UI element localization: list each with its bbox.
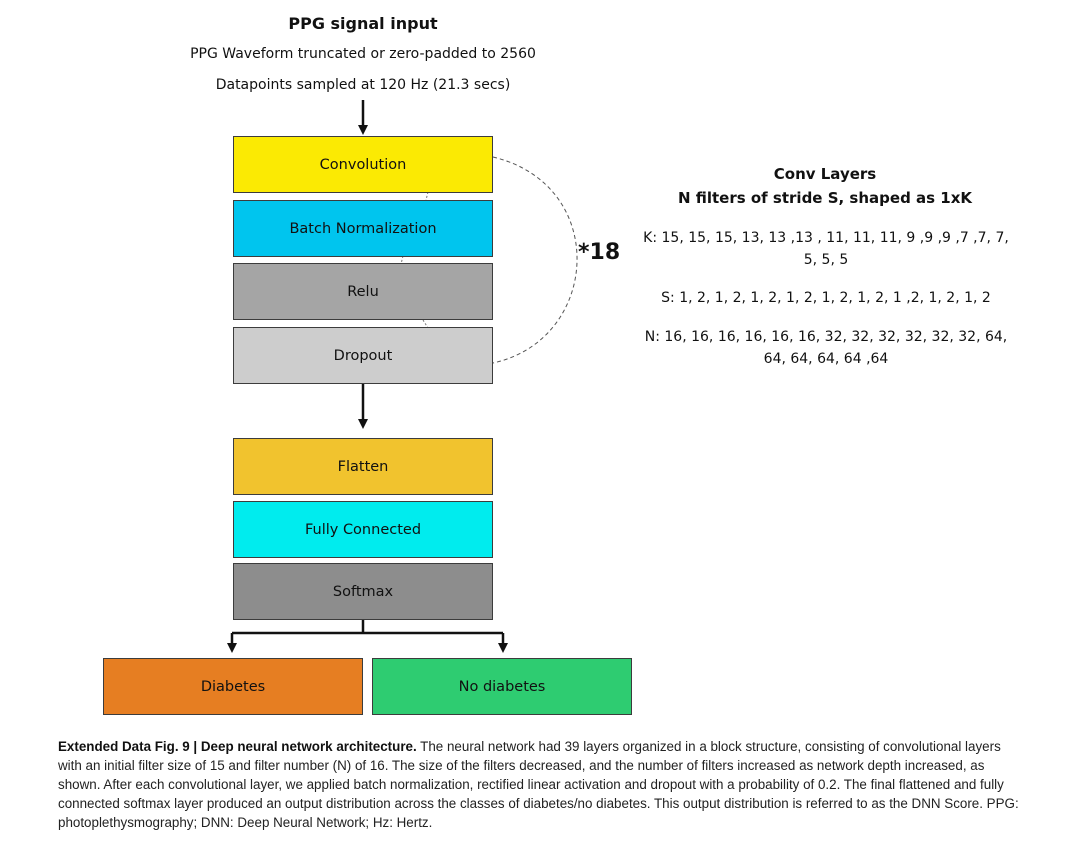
conv-params-title: Conv Layers N filters of stride S, shape…	[640, 162, 1010, 210]
block-dash-1	[425, 191, 429, 201]
layer-label: Softmax	[332, 583, 394, 600]
block-dash-2	[400, 255, 404, 265]
layer-label: Convolution	[319, 156, 407, 173]
layer-dropout: Dropout	[233, 327, 493, 384]
input-description-line1: PPG Waveform truncated or zero-padded to…	[190, 46, 536, 62]
conv-strides: S: 1, 2, 1, 2, 1, 2, 1, 2, 1, 2, 1, 2, 1…	[661, 290, 991, 306]
repeat-loop	[492, 156, 578, 364]
layer-flatten: Flatten	[233, 438, 493, 495]
input-description-line2: Datapoints sampled at 120 Hz (21.3 secs)	[215, 77, 511, 93]
conv-kernel-sizes: K: 15, 15, 15, 13, 13 ,13 , 11, 11, 11, …	[643, 230, 1009, 268]
caption-lead: Extended Data Fig. 9 | Deep neural netwo…	[58, 739, 417, 754]
layer-label: Flatten	[337, 458, 389, 475]
output-diabetes: Diabetes	[103, 658, 363, 715]
layer-convolution: Convolution	[233, 136, 493, 193]
layer-label: Batch Normalization	[289, 220, 437, 237]
layer-label: Fully Connected	[304, 521, 422, 538]
repeat-count-label: *18	[578, 240, 621, 265]
conv-filter-counts: N: 16, 16, 16, 16, 16, 16, 32, 32, 32, 3…	[644, 329, 1008, 367]
conv-params-title-line1: Conv Layers	[773, 165, 877, 183]
layer-softmax: Softmax	[233, 563, 493, 620]
layer-label: Dropout	[333, 347, 393, 364]
output-no-diabetes: No diabetes	[372, 658, 632, 715]
layer-label: Relu	[347, 283, 379, 300]
conv-params-title-line2: N filters of stride S, shaped as 1xK	[677, 189, 973, 207]
output-label: No diabetes	[458, 678, 546, 695]
figure-caption: Extended Data Fig. 9 | Deep neural netwo…	[58, 737, 1028, 832]
block-dash-3	[422, 319, 429, 329]
layer-batch-normalization: Batch Normalization	[233, 200, 493, 257]
layer-relu: Relu	[233, 263, 493, 320]
input-title: PPG signal input	[288, 14, 438, 33]
caption-body: The neural network had 39 layers organiz…	[58, 739, 1019, 830]
layer-fully-connected: Fully Connected	[233, 501, 493, 558]
output-label: Diabetes	[200, 678, 266, 695]
